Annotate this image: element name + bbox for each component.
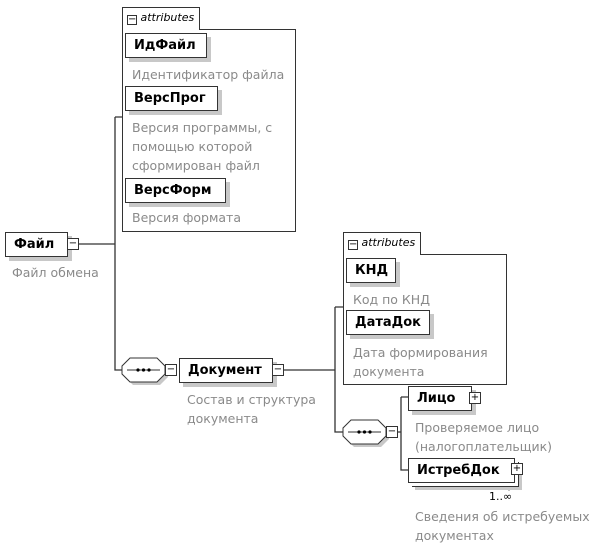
expand-icon[interactable]: + xyxy=(511,463,523,475)
document-attributes-tab[interactable]: − attributes xyxy=(343,232,422,255)
cardinality-label: 1..∞ xyxy=(489,490,513,503)
litso-description: Проверяемое лицо(налогоплательщик) xyxy=(415,420,553,454)
attribute-knd-description: Код по КНД xyxy=(353,292,430,307)
element-document[interactable]: Документ xyxy=(179,358,273,383)
root-attributes-tab[interactable]: − attributes xyxy=(122,7,201,30)
root-element-file[interactable]: Файл xyxy=(5,232,68,257)
collapse-icon[interactable]: − xyxy=(348,239,358,250)
element-istrebdok[interactable]: ИстребДок xyxy=(408,458,515,483)
attribute-versform[interactable]: ВерсФорм xyxy=(125,178,226,203)
sequence-compositor[interactable] xyxy=(121,357,168,385)
attribute-datadok[interactable]: ДатаДок xyxy=(346,310,430,335)
collapse-icon[interactable]: − xyxy=(67,238,79,250)
expand-icon[interactable]: + xyxy=(469,392,481,404)
attributes-label: attributes xyxy=(140,11,195,24)
attribute-knd[interactable]: КНД xyxy=(346,258,396,283)
attribute-idfile-description: Идентификатор файла xyxy=(132,67,285,82)
sequence-compositor-children[interactable] xyxy=(342,419,389,447)
collapse-icon[interactable]: − xyxy=(272,364,284,376)
attribute-idfile[interactable]: ИдФайл xyxy=(125,33,207,58)
element-litso[interactable]: Лицо xyxy=(408,386,472,411)
collapse-icon[interactable]: − xyxy=(386,426,398,438)
attributes-label: attributes xyxy=(361,236,416,249)
attribute-versform-description: Версия формата xyxy=(132,210,241,225)
collapse-icon[interactable]: − xyxy=(165,364,177,376)
root-description: Файл обмена xyxy=(12,265,99,280)
attribute-versprog[interactable]: ВерсПрог xyxy=(125,86,218,111)
collapse-icon[interactable]: − xyxy=(127,14,137,25)
